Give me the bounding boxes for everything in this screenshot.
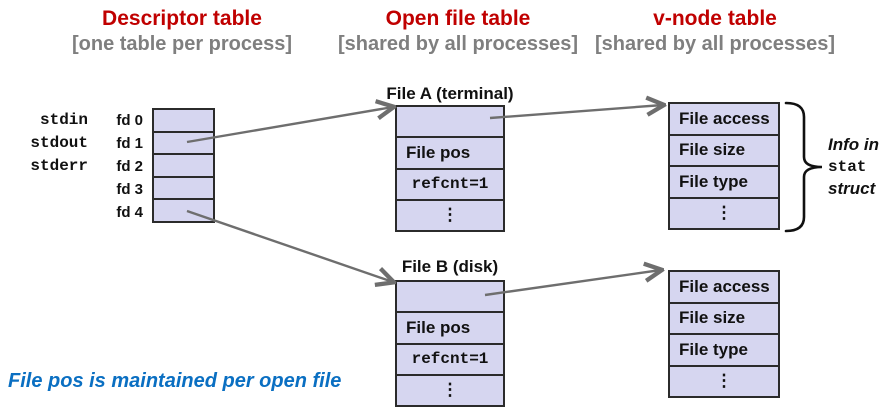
file-a-title: File A (terminal) — [386, 84, 514, 103]
column-header-open-file-table: Open file table [shared by all processes… — [338, 6, 578, 56]
vnode-b-file-access-cell: File access — [679, 276, 770, 296]
arrow-fd4-to-file-b — [186, 209, 393, 282]
open-file-table-subtitle: [shared by all processes] — [337, 33, 579, 55]
vnode-b-file-type-cell: File type — [670, 333, 778, 365]
column-header-vnode-table: v-node table [shared by all processes] — [595, 6, 835, 56]
file-a-refcnt-cell: refcnt=1 — [397, 167, 503, 199]
vnode-table-title: v-node table — [653, 7, 777, 30]
stream-label-stdin: stdin — [39, 111, 88, 129]
descriptor-cell-fd4 — [154, 198, 213, 221]
stat-annotation-line-2: stat — [828, 158, 867, 176]
vnode-a-file-type-cell: File type — [670, 165, 778, 197]
file-b-title: File B (disk) — [401, 257, 499, 276]
arrow-fd1-to-file-a — [186, 107, 393, 144]
fd-label-4: fd 4 — [116, 204, 143, 221]
descriptor-cell-fd2 — [154, 153, 213, 176]
vnode-b-ellipsis-cell: ⋮ — [670, 364, 778, 397]
arrow-file-b-to-vnode-b — [484, 270, 661, 297]
footnote: File pos is maintained per open file — [8, 370, 342, 392]
vnode-table-subtitle: [shared by all processes] — [594, 33, 836, 55]
fd-label-1: fd 1 — [116, 135, 143, 152]
fd-label-0: fd 0 — [116, 112, 143, 129]
fd-label-3: fd 3 — [116, 181, 143, 198]
arrow-file-a-to-vnode-a — [489, 105, 663, 120]
stat-annotation-line-1: Info in — [828, 135, 879, 154]
stream-label-stderr: stderr — [30, 157, 88, 175]
open-file-table-file-b: File pos refcnt=1 ⋮ — [395, 280, 505, 407]
stat-brace — [784, 101, 823, 233]
file-b-ellipsis-cell: ⋮ — [397, 373, 503, 405]
descriptor-cell-fd3 — [154, 175, 213, 199]
descriptor-table-title: Descriptor table — [102, 7, 262, 30]
open-file-table-file-a: File pos refcnt=1 ⋮ — [395, 105, 505, 232]
stream-label-stdout: stdout — [30, 134, 88, 152]
file-b-refcnt-cell: refcnt=1 — [397, 342, 503, 374]
vnode-a-ellipsis-cell: ⋮ — [670, 196, 778, 229]
file-a-ellipsis-cell: ⋮ — [397, 198, 503, 230]
vnode-a-file-access-cell: File access — [679, 108, 770, 128]
vnode-table-file-b: File access File size File type ⋮ — [668, 270, 780, 398]
vnode-a-file-size-cell: File size — [670, 133, 778, 166]
vnode-b-file-size-cell: File size — [670, 301, 778, 334]
file-a-filepos-cell: File pos — [397, 136, 503, 167]
descriptor-table — [152, 108, 215, 223]
vnode-table-file-a: File access File size File type ⋮ — [668, 102, 780, 230]
fd-label-2: fd 2 — [116, 158, 143, 175]
open-file-table-title: Open file table — [385, 7, 531, 30]
file-b-filepos-cell: File pos — [397, 311, 503, 342]
column-header-descriptor-table: Descriptor table [one table per process] — [72, 6, 292, 56]
descriptor-cell-fd1 — [154, 130, 213, 154]
stat-annotation-line-3: struct — [828, 179, 876, 198]
stat-annotation: Info in stat struct — [828, 134, 879, 200]
descriptor-table-subtitle: [one table per process] — [71, 33, 293, 55]
